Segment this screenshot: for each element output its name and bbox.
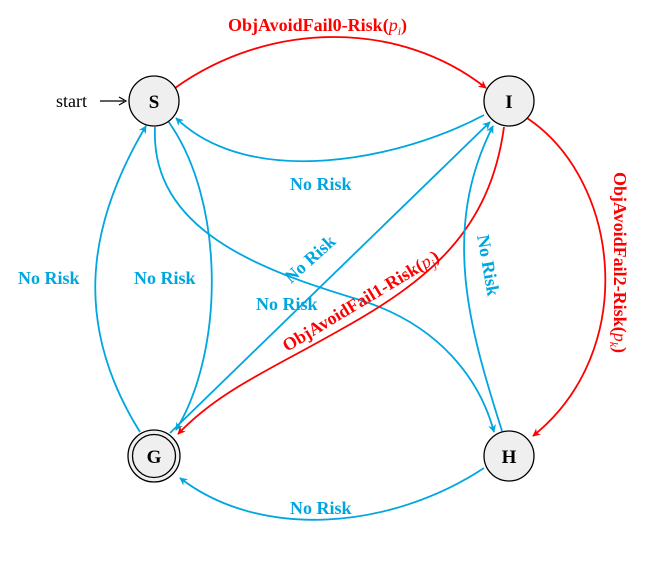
label-g-to-i: No Risk: [280, 231, 339, 287]
node-i-label: I: [505, 92, 512, 113]
label-h-to-g: No Risk: [290, 498, 352, 518]
label-h-to-i: No Risk: [473, 233, 503, 297]
label-g-to-s: No Risk: [18, 268, 80, 288]
node-h-label: H: [502, 447, 517, 468]
node-h: H: [483, 430, 535, 482]
edge-s-to-i: [174, 36, 487, 89]
label-s-to-i: ObjAvoidFail0-Risk(pi): [228, 15, 407, 38]
edge-s-to-h: [154, 126, 496, 433]
node-s-label: S: [149, 92, 160, 113]
node-g-label: G: [147, 447, 162, 468]
edge-s-to-g: [167, 120, 213, 431]
edge-g-to-s: [94, 125, 147, 433]
edge-g-to-i: [169, 121, 491, 434]
edge-h-to-g: [179, 467, 485, 521]
label-i-to-h: ObjAvoidFail2-Risk(pk): [607, 172, 630, 353]
edge-i-to-h: [526, 117, 607, 437]
edge-i-to-g: [177, 126, 505, 435]
node-s: S: [128, 75, 180, 127]
start-label: start: [56, 91, 87, 111]
edge-i-to-s: [175, 114, 485, 163]
start-arrow-head: [118, 96, 128, 106]
label-s-to-g: No Risk: [134, 268, 196, 288]
label-s-to-h: No Risk: [256, 294, 318, 314]
node-i: I: [483, 75, 535, 127]
label-i-to-s: No Risk: [290, 174, 352, 194]
edge-h-to-i: [463, 125, 503, 432]
node-g: G: [127, 429, 181, 483]
